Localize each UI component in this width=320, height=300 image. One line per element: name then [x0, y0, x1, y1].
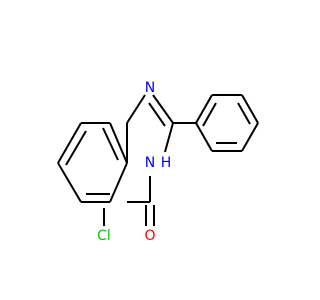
bond-c8a-n1: [126, 94, 146, 124]
bond-c2-n3: [164, 122, 174, 153]
bond-n1-c2: [152, 94, 174, 124]
bond-c5-c4a: [109, 162, 128, 203]
bond-c3p-c4p-inner: [237, 102, 251, 125]
bond-c1p-c2p-inner: [202, 102, 217, 127]
bond-c4a-c8a-inner: [102, 127, 119, 161]
bond-c1p-c2p: [195, 94, 213, 124]
bond-n1-c2-inner: [148, 102, 166, 127]
atom-o-label: O: [144, 228, 155, 244]
molecule-structure: N N H Cl O: [57, 80, 259, 244]
bond-c4p-c5p: [241, 122, 259, 152]
atom-n3-label: N: [145, 155, 155, 171]
bond-c6p-c1p: [195, 122, 213, 152]
bond-c8-c7-inner: [65, 130, 87, 166]
bond-c3p-c4p: [241, 94, 259, 124]
atom-h-label: H: [161, 155, 172, 171]
atom-n1-label: N: [145, 80, 155, 96]
bond-c4a-c8a: [109, 122, 128, 164]
bond-c7-c6: [57, 162, 82, 203]
atom-cl-label: Cl: [97, 228, 111, 244]
structure-canvas: N N H Cl O: [57, 80, 259, 244]
bond-c8-c7: [57, 122, 82, 164]
